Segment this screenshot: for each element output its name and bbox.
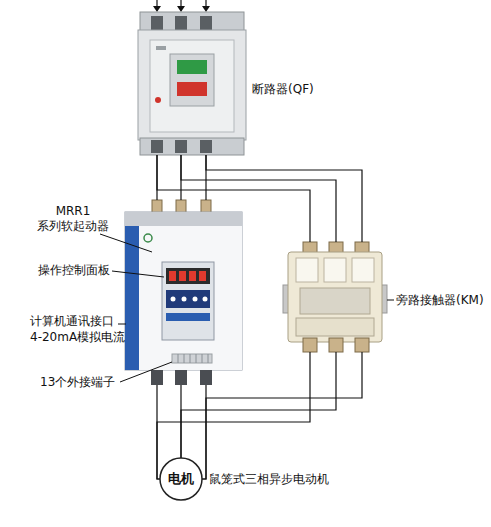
device-label: 断路器(QF) — [252, 82, 314, 97]
terminal-slot — [151, 16, 163, 30]
callout-label: 13个外接端子 — [40, 375, 115, 390]
terminal-slot — [151, 140, 163, 153]
bypass-contactor: 旁路接触器(KM) — [283, 242, 388, 352]
keypad — [166, 290, 210, 308]
leader-line — [118, 324, 126, 325]
digit — [169, 271, 176, 281]
starter-side — [125, 226, 139, 370]
starter-body — [125, 212, 242, 370]
circuit-breaker: 断路器(QF) — [138, 12, 246, 155]
device-label: 鼠笼式三相异步电动机 — [209, 472, 329, 487]
power-wire — [206, 155, 362, 242]
vent-grill — [172, 354, 212, 363]
key — [203, 297, 208, 302]
breaker-body — [138, 30, 246, 140]
terminal-tab — [303, 338, 317, 352]
vent-slots — [178, 354, 208, 363]
terminal-slot — [175, 140, 187, 153]
breaker-terminal-cover — [140, 138, 244, 155]
callout-label: 操作控制面板 — [38, 263, 110, 278]
nameplate — [156, 46, 166, 50]
arrow-head — [153, 6, 161, 12]
cert-mark — [144, 234, 152, 242]
callout-label: 4-20mA模拟电流 — [30, 330, 125, 345]
handle-window — [170, 54, 214, 106]
terminal-clamp — [200, 370, 212, 385]
terminal-tab — [329, 338, 343, 352]
breaker-front — [150, 40, 234, 132]
starter-front — [139, 226, 242, 370]
leader-line — [120, 362, 172, 382]
arrow-head — [177, 6, 185, 12]
device-label: 旁路接触器(KM) — [396, 293, 484, 308]
power-wire — [181, 155, 336, 242]
off-button — [177, 60, 207, 74]
terminal-tab — [355, 338, 369, 352]
control-panel — [162, 262, 214, 340]
display — [166, 268, 210, 284]
coil-section — [300, 288, 370, 314]
soft-starter: MRR1 系列软起动器 — [125, 200, 242, 385]
terminal-slot — [175, 16, 187, 30]
pole-cover — [352, 258, 374, 282]
power-wire — [181, 352, 336, 458]
digit — [179, 271, 186, 281]
motor-circle: 电机鼠笼式三相异步电动机 — [159, 457, 203, 501]
lower-block — [296, 318, 374, 336]
breaker-terminal-cover — [140, 12, 244, 32]
terminal-slot — [200, 16, 212, 30]
brand-strip — [166, 313, 210, 321]
pole-cover — [296, 258, 318, 282]
leader-line — [100, 234, 152, 252]
callout-label: 计算机通讯接口 — [30, 314, 114, 329]
contactor-body — [288, 252, 382, 342]
device-label: 电机 — [159, 457, 203, 501]
on-button — [177, 82, 207, 96]
terminal-slot — [200, 140, 212, 153]
digit — [199, 271, 206, 281]
device-label: MRR1 系列软起动器 — [27, 204, 119, 234]
terminal-clamp — [175, 370, 187, 385]
test-button — [155, 97, 161, 103]
motor-symbol — [160, 458, 202, 500]
starter-top — [125, 212, 242, 226]
key — [171, 297, 176, 302]
leader-line — [112, 271, 164, 277]
pole-cover — [324, 258, 346, 282]
power-wire — [202, 352, 362, 479]
digit — [189, 271, 196, 281]
arrow-head — [202, 6, 210, 12]
terminal-clamp — [151, 370, 163, 385]
key — [182, 297, 187, 302]
leader-line — [387, 300, 394, 301]
key — [193, 297, 198, 302]
power-wire — [157, 155, 310, 242]
